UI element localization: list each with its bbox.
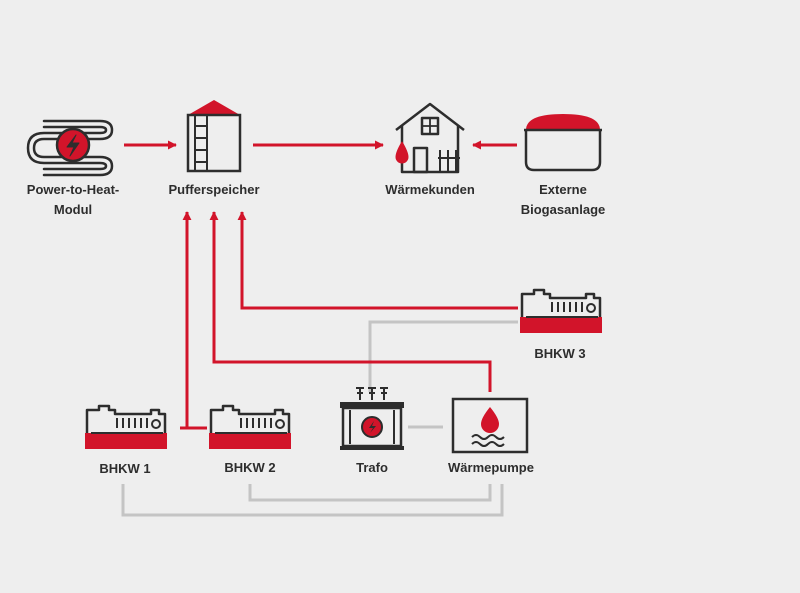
label-biogasanlage-line2: Biogasanlage <box>520 202 606 217</box>
connector-bhkw2-pumpe <box>248 484 492 502</box>
biogas-tank-icon <box>524 114 602 172</box>
label-pufferspeicher: Pufferspeicher <box>168 180 259 200</box>
connector-bhkw1-pumpe <box>121 484 504 517</box>
label-bhkw3: BHKW 3 <box>534 344 585 364</box>
label-biogasanlage: Externe Biogasanlage <box>521 180 606 220</box>
arrow-bhkw3-puffer <box>237 211 518 310</box>
heating-coil-icon <box>26 119 114 177</box>
label-waermepumpe: Wärmepumpe <box>448 458 534 478</box>
electric-connectors <box>121 320 518 517</box>
arrow-pumpe-puffer <box>209 211 492 392</box>
label-bhkw3-text: BHKW 3 <box>534 346 586 361</box>
heat-pump-icon <box>451 397 529 454</box>
label-pufferspeicher-line1: Pufferspeicher <box>168 182 260 197</box>
label-waermepumpe-text: Wärmepumpe <box>448 460 534 475</box>
label-bhkw2-text: BHKW 2 <box>224 460 276 475</box>
label-waermekunden: Wärmekunden <box>385 180 475 200</box>
label-biogasanlage-line1: Externe <box>539 182 587 197</box>
label-bhkw1: BHKW 1 <box>99 459 150 479</box>
bhkw1-engine-icon <box>83 404 169 451</box>
arrow-bhkw1-puffer <box>182 211 207 430</box>
heat-flows <box>124 140 518 430</box>
label-waermekunden-line1: Wärmekunden <box>385 182 475 197</box>
transformer-icon <box>340 387 404 450</box>
storage-silo-icon <box>186 100 242 173</box>
label-bhkw2: BHKW 2 <box>224 458 275 478</box>
bhkw2-engine-icon <box>207 404 293 451</box>
bhkw3-engine-icon <box>518 288 604 335</box>
label-power-to-heat-line2: Modul <box>53 202 93 217</box>
label-bhkw1-text: BHKW 1 <box>99 461 151 476</box>
label-power-to-heat: Power-to-Heat- Modul <box>27 180 119 220</box>
label-power-to-heat-line1: Power-to-Heat- <box>26 182 120 197</box>
connector-trafo-bhkw3 <box>368 320 518 392</box>
label-trafo-text: Trafo <box>356 460 388 475</box>
house-icon <box>395 102 465 174</box>
label-trafo: Trafo <box>356 458 388 478</box>
